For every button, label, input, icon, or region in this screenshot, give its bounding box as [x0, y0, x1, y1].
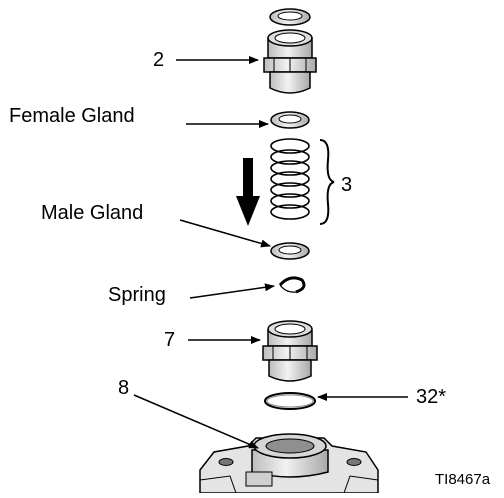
- direction-arrow: [236, 158, 260, 226]
- callout-female-gland: Female Gland: [9, 105, 135, 127]
- callout-2: 2: [153, 49, 165, 71]
- callout-male-gland: Male Gland: [41, 202, 144, 224]
- male-gland-part: [270, 242, 310, 260]
- part-2-bushing: [263, 29, 317, 94]
- part-3-brace: [319, 139, 335, 225]
- leader-spring: [189, 283, 275, 299]
- callout-spring: Spring: [108, 284, 166, 306]
- part-8-housing: [199, 433, 379, 494]
- top-washer: [269, 8, 311, 26]
- leader-8: [133, 394, 259, 449]
- callout-3: 3: [341, 174, 353, 196]
- leader-male-gland: [179, 219, 271, 248]
- part-7-nut: [262, 320, 318, 382]
- part-32-o-ring: [264, 392, 316, 410]
- figure-id: TI8467a: [435, 471, 491, 488]
- callout-8: 8: [118, 377, 130, 399]
- callout-7: 7: [164, 329, 176, 351]
- spring-part: [278, 276, 306, 294]
- female-gland-part: [270, 111, 310, 129]
- leader-lines: [133, 56, 408, 449]
- callout-32: 32*: [416, 386, 447, 408]
- part-3-packing-stack: [270, 138, 310, 220]
